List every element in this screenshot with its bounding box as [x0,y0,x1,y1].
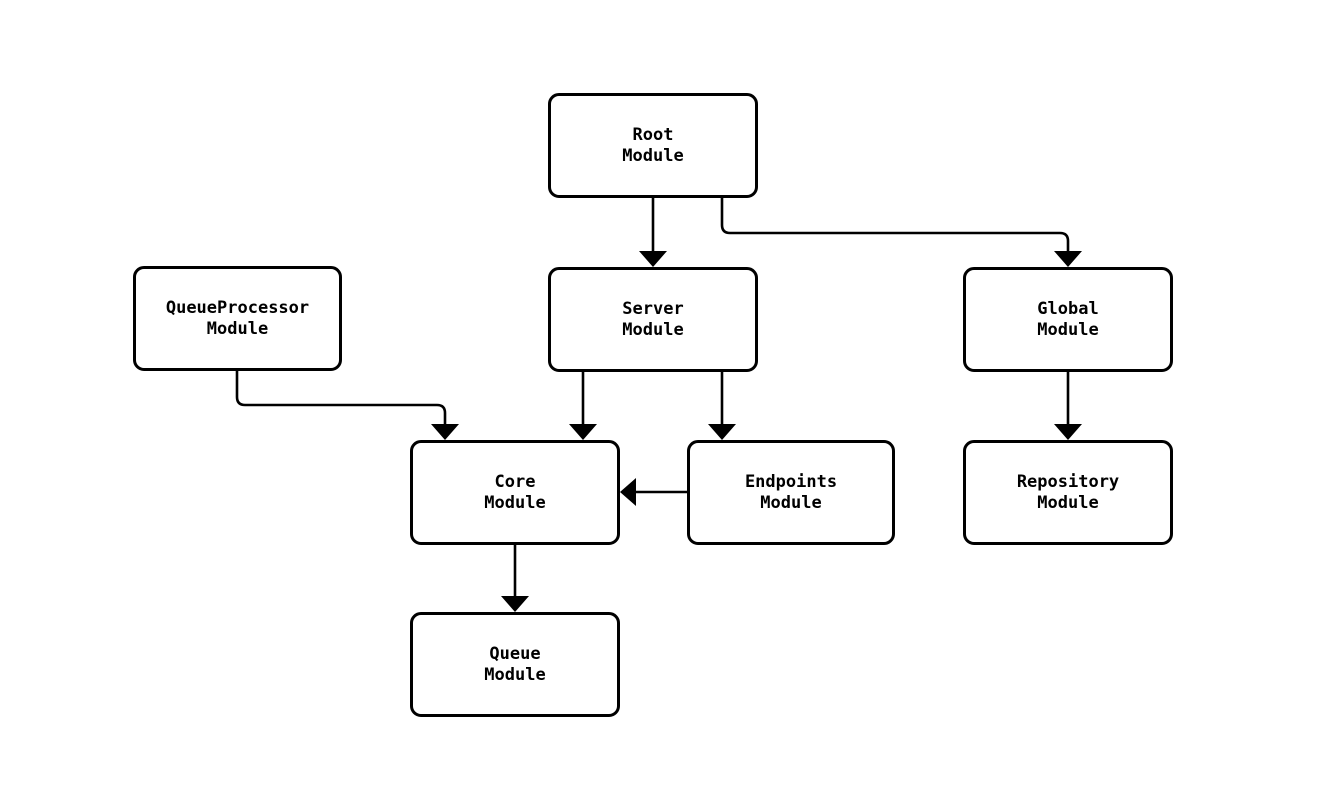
edge-server-to-core [569,372,597,440]
edge-queueprocessor-to-core [235,371,459,440]
node-global-module: Global Module [963,267,1173,372]
node-queue-module-label: Queue Module [484,643,546,685]
node-endpoints-module-label: Endpoints Module [744,471,838,513]
edge-root-to-server [639,198,667,267]
node-repository-module: Repository Module [963,440,1173,545]
node-queueprocessor-module-label: QueueProcessor Module [165,297,310,339]
node-root-module-label: Root Module [622,124,684,166]
node-server-module-label: Server Module [622,298,684,340]
node-repository-module-label: Repository Module [1016,471,1120,513]
node-endpoints-module: Endpoints Module [687,440,895,545]
node-queue-module: Queue Module [410,612,620,717]
edge-root-to-global [720,198,1082,267]
node-core-module-label: Core Module [484,471,546,513]
edge-server-to-endpoints [708,372,736,440]
node-global-module-label: Global Module [1037,298,1099,340]
node-server-module: Server Module [548,267,758,372]
node-core-module: Core Module [410,440,620,545]
edge-global-to-repository [1054,372,1082,440]
node-queueprocessor-module: QueueProcessor Module [133,266,342,371]
edge-endpoints-to-core [620,478,687,506]
node-root-module: Root Module [548,93,758,198]
edge-core-to-queue [501,545,529,612]
